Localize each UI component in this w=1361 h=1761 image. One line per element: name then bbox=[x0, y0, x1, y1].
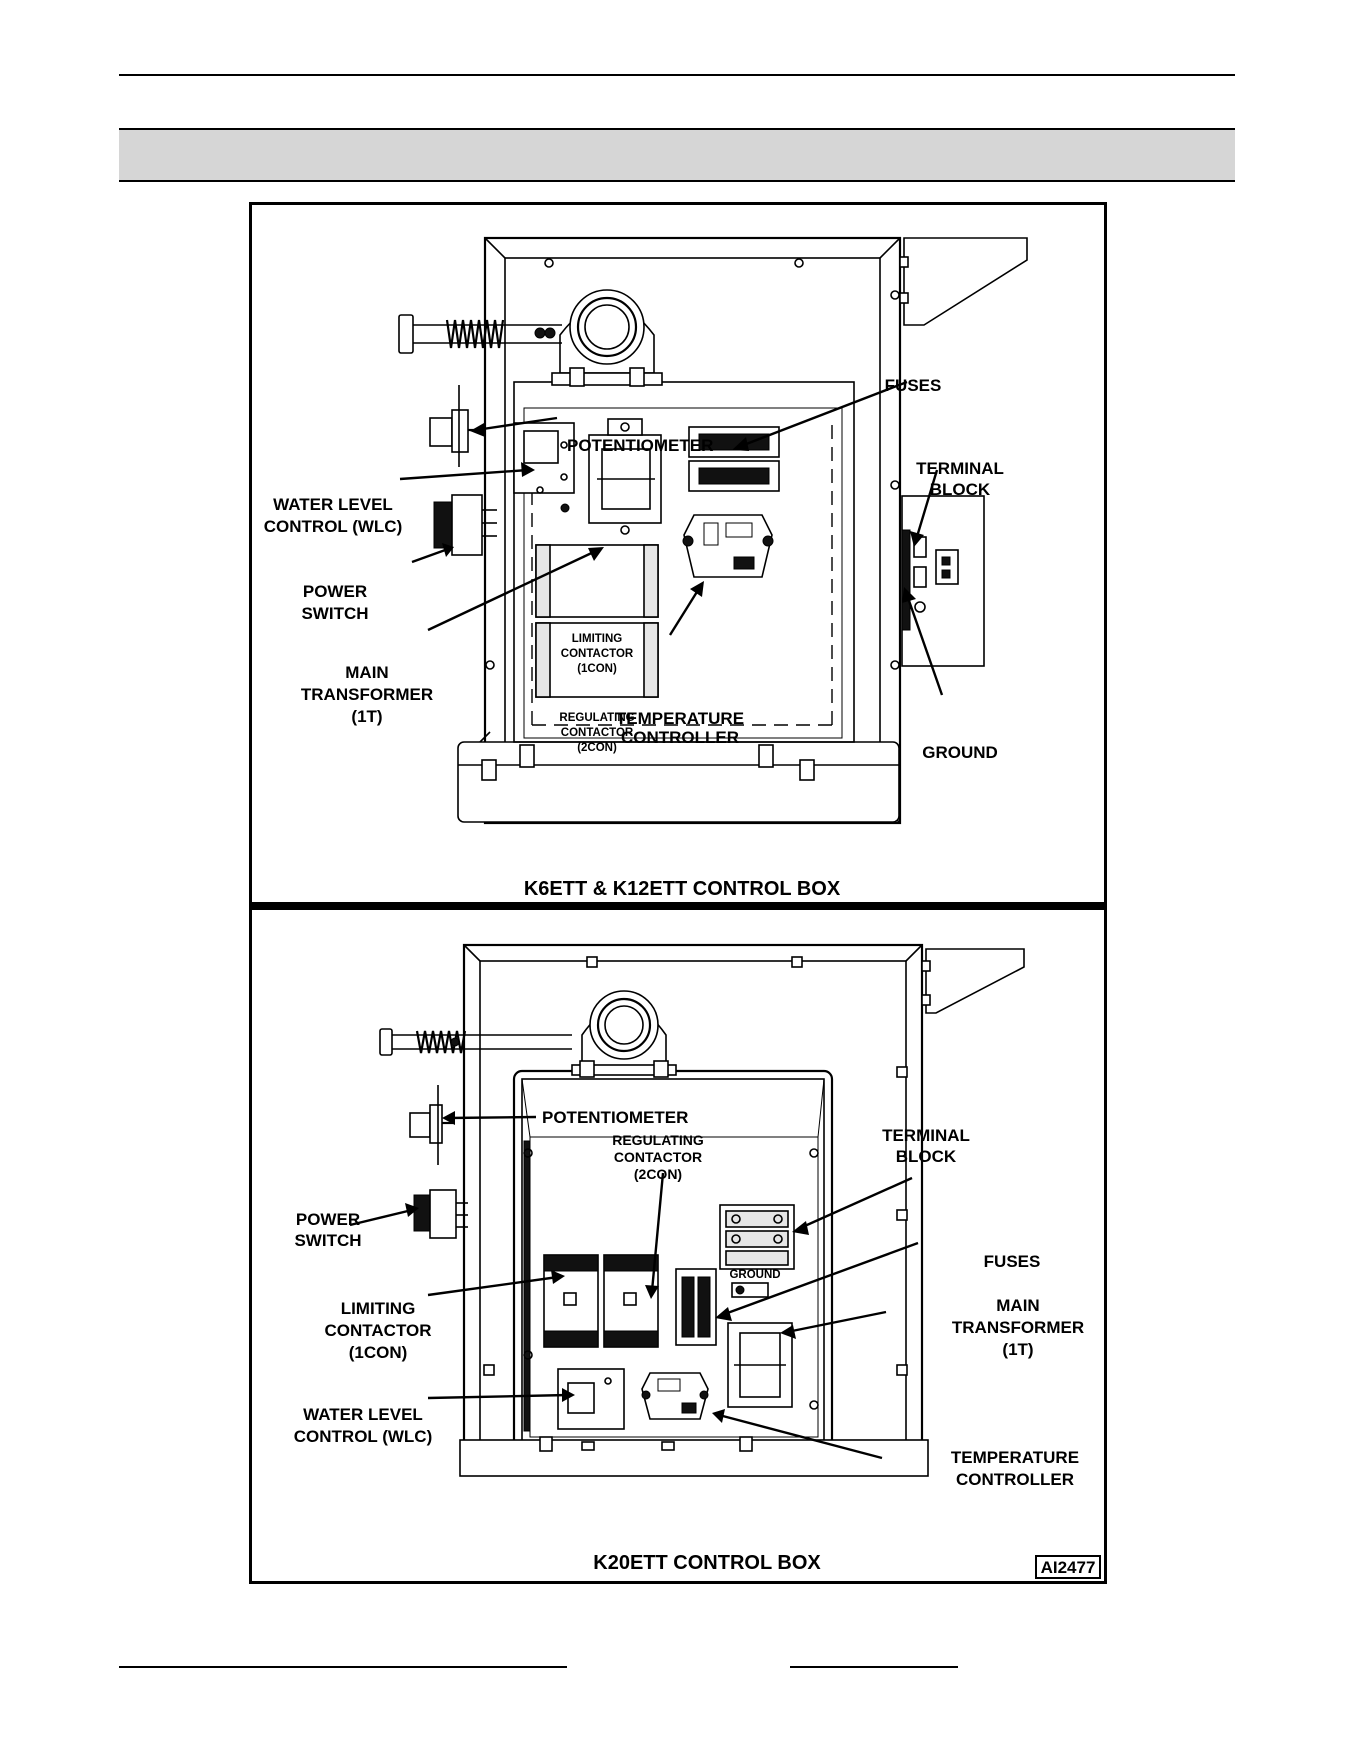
top-label-water-level-1: WATER LEVEL bbox=[273, 495, 393, 514]
bottom-label-power-switch-2: SWITCH bbox=[294, 1231, 361, 1250]
top-control-box: FUSES TERMINAL BLOCK POTENTIOMETER WATER… bbox=[264, 236, 1028, 900]
bottom-caption: K20ETT CONTROL BOX bbox=[593, 1552, 821, 1574]
top-label-regulating-2: CONTACTOR bbox=[561, 727, 634, 739]
top-label-limiting-3: (1CON) bbox=[577, 663, 617, 675]
control-box-figure: FUSES TERMINAL BLOCK POTENTIOMETER WATER… bbox=[249, 202, 1107, 1584]
figure-id-box bbox=[1035, 1555, 1101, 1579]
top-label-terminal-1: TERMINAL bbox=[916, 459, 1004, 478]
bottom-potentiometer bbox=[409, 1112, 431, 1138]
footer-rule-left bbox=[119, 1666, 567, 1668]
section-header-band bbox=[119, 128, 1235, 182]
top-enclosure-frame bbox=[483, 236, 902, 825]
top-label-water-level-2: CONTROL (WLC) bbox=[264, 517, 403, 536]
bottom-label-limiting-2: CONTACTOR bbox=[324, 1321, 431, 1340]
top-temperature-controller bbox=[683, 514, 773, 578]
top-hinge-plate bbox=[903, 237, 1028, 326]
top-label-potentiometer: POTENTIOMETER bbox=[567, 436, 713, 455]
top-label-fuses: FUSES bbox=[885, 376, 942, 395]
top-label-transformer-1: MAIN bbox=[345, 663, 388, 682]
top-shaft-knob bbox=[398, 314, 414, 354]
top-spring bbox=[445, 319, 505, 349]
bottom-label-temperature-1: TEMPERATURE bbox=[951, 1448, 1079, 1467]
bottom-label-regulating-3: (2CON) bbox=[634, 1166, 682, 1182]
bottom-label-regulating-1: REGULATING bbox=[612, 1132, 704, 1148]
top-label-transformer-2: TRANSFORMER bbox=[301, 685, 433, 704]
bottom-label-regulating-2: CONTACTOR bbox=[614, 1149, 702, 1165]
bottom-label-potentiometer: POTENTIOMETER bbox=[542, 1108, 688, 1127]
bottom-label-water-level-1: WATER LEVEL bbox=[303, 1405, 423, 1424]
top-label-power-switch-2: SWITCH bbox=[301, 604, 368, 623]
top-limiting-contactor bbox=[535, 544, 659, 618]
bottom-label-transformer-2: TRANSFORMER bbox=[952, 1318, 1084, 1337]
figure-id-label: AI2477 bbox=[1041, 1558, 1096, 1577]
top-regulating-contactor bbox=[535, 622, 659, 698]
panel-separator bbox=[252, 902, 1104, 910]
top-terminal-block bbox=[935, 549, 959, 585]
footer-rule-right bbox=[790, 1666, 958, 1668]
bottom-label-ground: GROUND bbox=[729, 1269, 780, 1281]
top-label-regulating-3: (2CON) bbox=[577, 742, 617, 754]
top-label-limiting-1: LIMITING bbox=[572, 633, 623, 645]
bottom-label-terminal-1: TERMINAL bbox=[882, 1126, 970, 1145]
bottom-label-transformer-1: MAIN bbox=[996, 1296, 1039, 1315]
bottom-leader-lines bbox=[349, 1111, 919, 1460]
top-label-power-switch-1: POWER bbox=[303, 582, 367, 601]
top-label-terminal-2: BLOCK bbox=[930, 480, 991, 499]
bottom-power-switch bbox=[413, 1194, 431, 1232]
bottom-label-temperature-2: CONTROLLER bbox=[956, 1470, 1074, 1489]
bottom-hinge-plate bbox=[925, 948, 1025, 1014]
bottom-spring bbox=[415, 1030, 467, 1054]
top-power-switch bbox=[433, 501, 453, 549]
top-label-transformer-3: (1T) bbox=[351, 707, 382, 726]
top-label-temperature-1: TEMPERATURE bbox=[616, 709, 744, 728]
top-label-regulating-1: REGULATING bbox=[559, 712, 634, 724]
top-rule bbox=[119, 74, 1235, 76]
bottom-shaft-knob bbox=[379, 1028, 393, 1056]
top-label-temperature-2: CONTROLLER bbox=[621, 728, 739, 747]
bottom-base bbox=[459, 1439, 929, 1477]
bottom-temperature-controller bbox=[641, 1372, 709, 1420]
bottom-label-fuses: FUSES bbox=[984, 1252, 1041, 1271]
bottom-label-power-switch-1: POWER bbox=[296, 1210, 360, 1229]
bottom-label-terminal-2: BLOCK bbox=[896, 1147, 957, 1166]
bottom-label-limiting-1: LIMITING bbox=[341, 1299, 416, 1318]
top-potentiometer bbox=[429, 417, 453, 447]
top-caption: K6ETT & K12ETT CONTROL BOX bbox=[524, 878, 841, 900]
bottom-label-water-level-2: CONTROL (WLC) bbox=[294, 1427, 433, 1446]
bottom-label-transformer-3: (1T) bbox=[1002, 1340, 1033, 1359]
control-box-diagram: FUSES TERMINAL BLOCK POTENTIOMETER WATER… bbox=[252, 236, 1104, 1579]
top-label-limiting-2: CONTACTOR bbox=[561, 648, 634, 660]
top-label-ground: GROUND bbox=[922, 743, 998, 762]
bottom-control-box: POTENTIOMETER TERMINAL BLOCK REGULATING … bbox=[294, 943, 1101, 1579]
top-mounting-panel bbox=[513, 381, 855, 743]
top-leader-lines bbox=[399, 380, 944, 696]
bottom-label-limiting-3: (1CON) bbox=[349, 1343, 408, 1362]
